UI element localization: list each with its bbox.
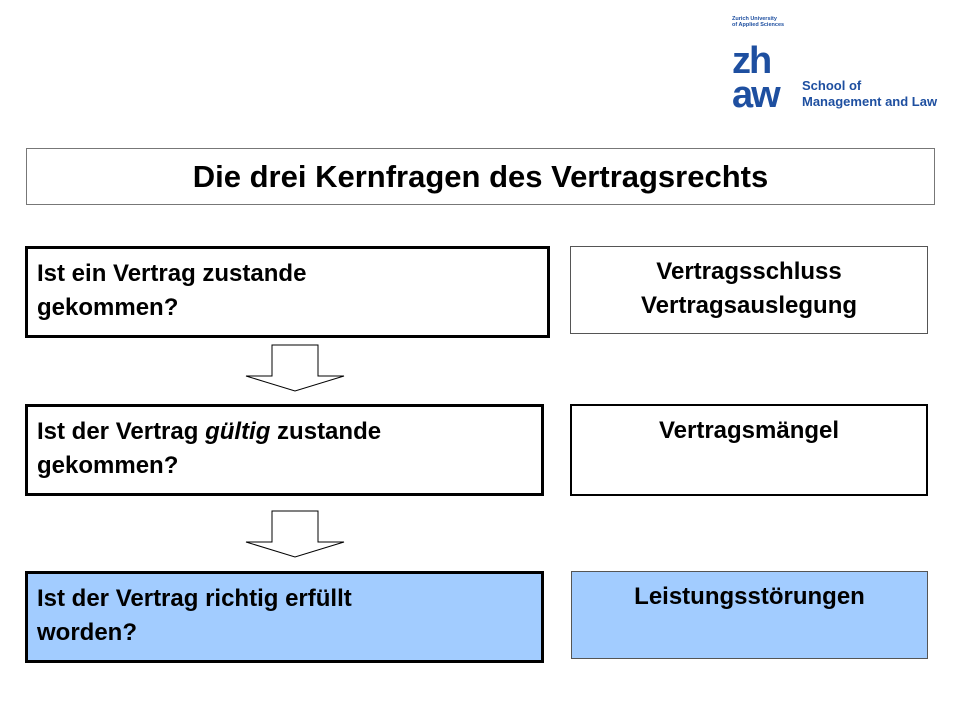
question-2-line-1: Ist der Vertrag gültig zustande: [37, 418, 382, 445]
emphasis-text: gültig: [205, 418, 271, 445]
question-box-3: Ist der Vertrag richtig erfüllt worden?: [25, 571, 544, 663]
down-arrow-icon: [245, 344, 345, 392]
down-arrow-icon: [245, 510, 345, 558]
title-box: Die drei Kernfragen des Vertragsrechts: [26, 148, 935, 205]
logo-mark: zh aw: [732, 40, 781, 116]
question-3-line-1: Ist der Vertrag richtig erfüllt: [37, 585, 352, 612]
answer-box-2: Vertragsmängel: [570, 404, 928, 496]
question-1-line-2: gekommen?: [37, 294, 179, 321]
page-title: Die drei Kernfragen des Vertragsrechts: [192, 158, 769, 194]
question-3-line-2: worden?: [37, 619, 137, 646]
answer-1-line-2: Vertragsauslegung: [640, 292, 858, 319]
question-box-1: Ist ein Vertrag zustande gekommen?: [25, 246, 550, 338]
question-1-line-1: Ist ein Vertrag zustande: [37, 260, 307, 287]
university-name: Zurich University of Applied Sciences: [732, 16, 785, 28]
answer-3-line-1: Leistungsstörungen: [634, 583, 865, 610]
answer-box-3: Leistungsstörungen: [571, 571, 928, 659]
answer-2-line-1: Vertragsmängel: [658, 417, 840, 444]
zhaw-logo: Zurich University of Applied Sciences zh…: [726, 14, 940, 124]
question-box-2: Ist der Vertrag gültig zustande gekommen…: [25, 404, 544, 496]
answer-box-1: Vertragsschluss Vertragsauslegung: [570, 246, 928, 334]
answer-1-line-1: Vertragsschluss: [656, 258, 842, 285]
question-2-line-2: gekommen?: [37, 452, 179, 479]
school-name: School of Management and Law: [802, 78, 938, 109]
